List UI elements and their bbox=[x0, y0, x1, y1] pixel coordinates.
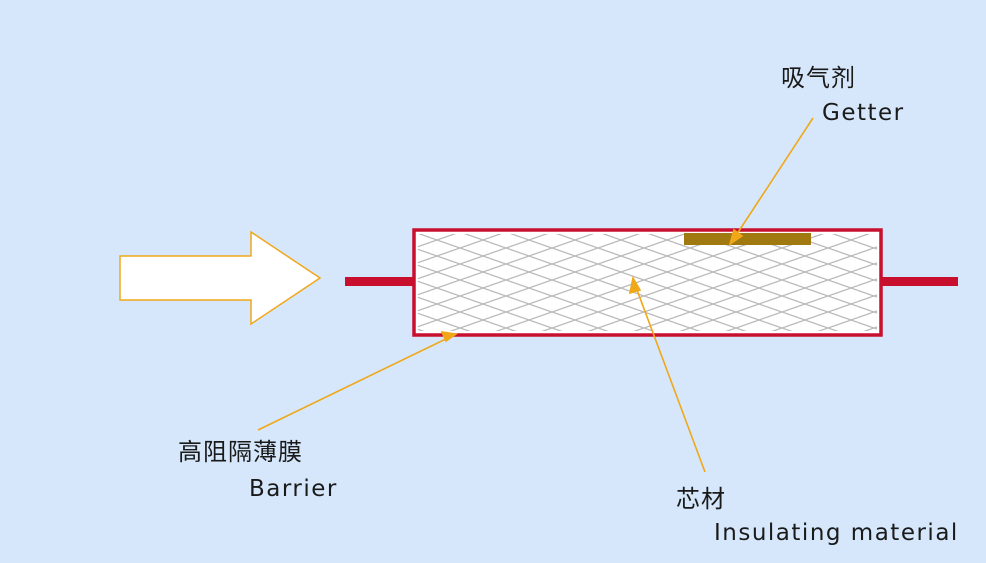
core-pointer-head bbox=[628, 275, 642, 295]
input-arrow bbox=[119, 230, 322, 326]
left-tube bbox=[345, 277, 416, 286]
insulating-core-mesh bbox=[418, 234, 877, 331]
getter-pointer-head bbox=[728, 228, 744, 246]
barrier-label-en: Barrier bbox=[249, 476, 338, 502]
barrier-pointer-head bbox=[440, 331, 459, 343]
getter-bar bbox=[684, 233, 811, 245]
core-pointer bbox=[633, 281, 706, 473]
right-tube bbox=[880, 277, 958, 286]
core-label-zh: 芯材 bbox=[676, 485, 726, 513]
barrier-film bbox=[412, 228, 883, 337]
getter-pointer bbox=[732, 117, 814, 241]
barrier-label-zh: 高阻隔薄膜 bbox=[178, 438, 303, 466]
barrier-pointer bbox=[257, 335, 453, 431]
getter-label-en: Getter bbox=[822, 100, 905, 126]
getter-label-zh: 吸气剂 bbox=[781, 64, 856, 92]
core-label-en: Insulating material bbox=[714, 520, 959, 546]
